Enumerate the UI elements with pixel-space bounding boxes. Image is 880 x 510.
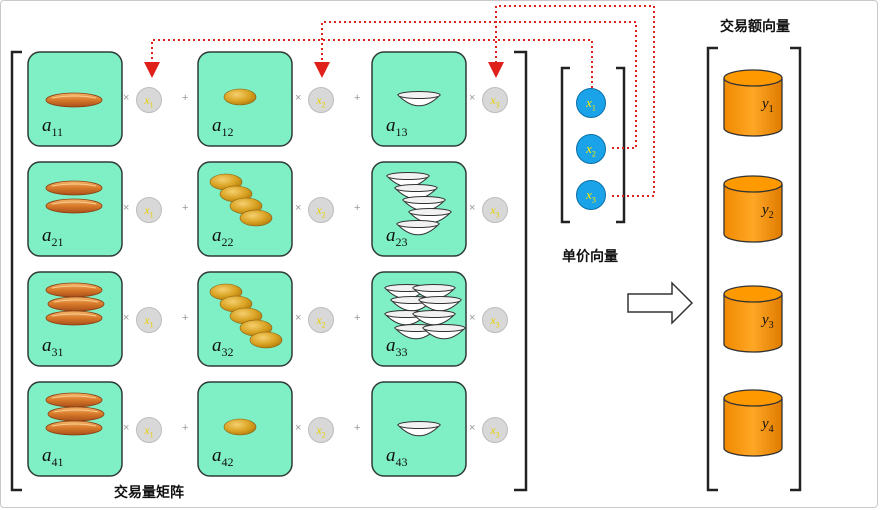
amount-cylinder-4 xyxy=(723,389,783,457)
egg-icon xyxy=(223,88,257,106)
amount-label-y2: y2 xyxy=(762,202,774,221)
times-operator: × xyxy=(469,422,476,434)
amount-label-y1: y1 xyxy=(762,96,774,115)
matrix-cell-21 xyxy=(27,161,123,257)
matrix-cell-12 xyxy=(197,51,293,147)
amount-vector-caption: 交易额向量 xyxy=(720,18,790,34)
amount-vector-right-bracket xyxy=(790,46,802,492)
coefficient-x3: x3 xyxy=(482,417,508,443)
bread-icon xyxy=(45,180,103,214)
coefficient-x1: x1 xyxy=(136,87,162,113)
bowl-icon xyxy=(396,421,442,437)
result-arrow xyxy=(627,281,694,325)
times-operator: × xyxy=(123,312,130,324)
price-vector-right-bracket xyxy=(616,66,626,224)
matrix-cell-13 xyxy=(371,51,467,147)
matrix-left-bracket xyxy=(10,50,22,492)
bowl-icon xyxy=(396,91,442,107)
egg-icon xyxy=(223,418,257,436)
amount-cylinder-2 xyxy=(723,175,783,243)
coefficient-x3: x3 xyxy=(482,87,508,113)
matrix-cell-31 xyxy=(27,271,123,367)
coefficient-x1: x1 xyxy=(136,307,162,333)
cell-label-21: a21 xyxy=(42,225,64,249)
coefficient-x2: x2 xyxy=(308,307,334,333)
times-operator: × xyxy=(469,92,476,104)
times-operator: × xyxy=(295,422,302,434)
bread-icon xyxy=(45,92,103,108)
amount-label-y4: y4 xyxy=(762,416,774,435)
connector-x2 xyxy=(314,21,637,149)
price-vector-left-bracket xyxy=(560,66,570,224)
plus-operator: + xyxy=(354,312,361,324)
bowl-icon xyxy=(385,172,453,236)
amount-cylinder-3 xyxy=(723,285,783,353)
cell-label-42: a42 xyxy=(212,445,234,469)
plus-operator: + xyxy=(182,312,189,324)
price-x3: x3 xyxy=(576,180,606,210)
bowl-icon xyxy=(383,284,467,340)
times-operator: × xyxy=(295,92,302,104)
egg-icon xyxy=(209,283,283,349)
matrix-cell-23 xyxy=(371,161,467,257)
cell-label-33: a33 xyxy=(386,335,408,359)
price-x2: x2 xyxy=(576,134,606,164)
plus-operator: + xyxy=(354,422,361,434)
times-operator: × xyxy=(295,312,302,324)
coefficient-x2: x2 xyxy=(308,417,334,443)
matrix-cell-32 xyxy=(197,271,293,367)
bread-icon xyxy=(45,392,105,436)
times-operator: × xyxy=(295,202,302,214)
times-operator: × xyxy=(123,422,130,434)
connector-x3 xyxy=(488,5,655,197)
cell-label-11: a11 xyxy=(42,115,64,139)
coefficient-x3: x3 xyxy=(482,307,508,333)
cell-label-32: a32 xyxy=(212,335,234,359)
matrix-cell-42 xyxy=(197,381,293,477)
matrix-cell-11 xyxy=(27,51,123,147)
amount-label-y3: y3 xyxy=(762,312,774,331)
cell-label-41: a41 xyxy=(42,445,64,469)
price-vector-caption: 单价向量 xyxy=(562,248,618,264)
matrix-right-bracket xyxy=(514,50,528,492)
amount-vector-left-bracket xyxy=(706,46,718,492)
egg-icon xyxy=(209,173,273,227)
times-operator: × xyxy=(123,92,130,104)
plus-operator: + xyxy=(182,202,189,214)
plus-operator: + xyxy=(182,422,189,434)
cell-label-22: a22 xyxy=(212,225,234,249)
cell-label-12: a12 xyxy=(212,115,234,139)
times-operator: × xyxy=(469,312,476,324)
price-x1: x1 xyxy=(576,88,606,118)
coefficient-x2: x2 xyxy=(308,197,334,223)
bread-icon xyxy=(45,282,105,326)
matrix-cell-22 xyxy=(197,161,293,257)
plus-operator: + xyxy=(354,202,361,214)
coefficient-x1: x1 xyxy=(136,197,162,223)
matrix-cell-41 xyxy=(27,381,123,477)
cell-label-43: a43 xyxy=(386,445,408,469)
times-operator: × xyxy=(123,202,130,214)
cell-label-23: a23 xyxy=(386,225,408,249)
coefficient-x1: x1 xyxy=(136,417,162,443)
coefficient-x2: x2 xyxy=(308,87,334,113)
cell-label-31: a31 xyxy=(42,335,64,359)
coefficient-x3: x3 xyxy=(482,197,508,223)
cell-label-13: a13 xyxy=(386,115,408,139)
plus-operator: + xyxy=(354,92,361,104)
matrix-cell-33 xyxy=(371,271,467,367)
plus-operator: + xyxy=(182,92,189,104)
matrix-caption: 交易量矩阵 xyxy=(114,484,184,500)
matrix-cell-43 xyxy=(371,381,467,477)
amount-cylinder-1 xyxy=(723,69,783,137)
times-operator: × xyxy=(469,202,476,214)
